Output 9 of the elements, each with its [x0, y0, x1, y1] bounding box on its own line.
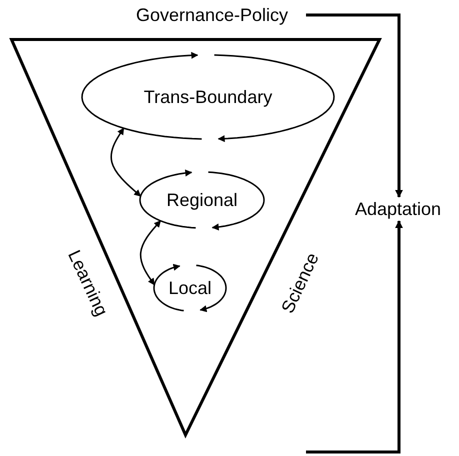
arrow: [306, 220, 403, 454]
arrow: [306, 14, 403, 198]
arrow: [140, 220, 162, 286]
node-label: Trans-Boundary: [144, 87, 272, 107]
node-label: Adaptation: [354, 199, 442, 219]
node-label: Local: [168, 278, 212, 298]
node-label: Regional: [166, 190, 238, 210]
node-label: Governance-Policy: [136, 5, 288, 25]
arrow: [110, 128, 142, 197]
